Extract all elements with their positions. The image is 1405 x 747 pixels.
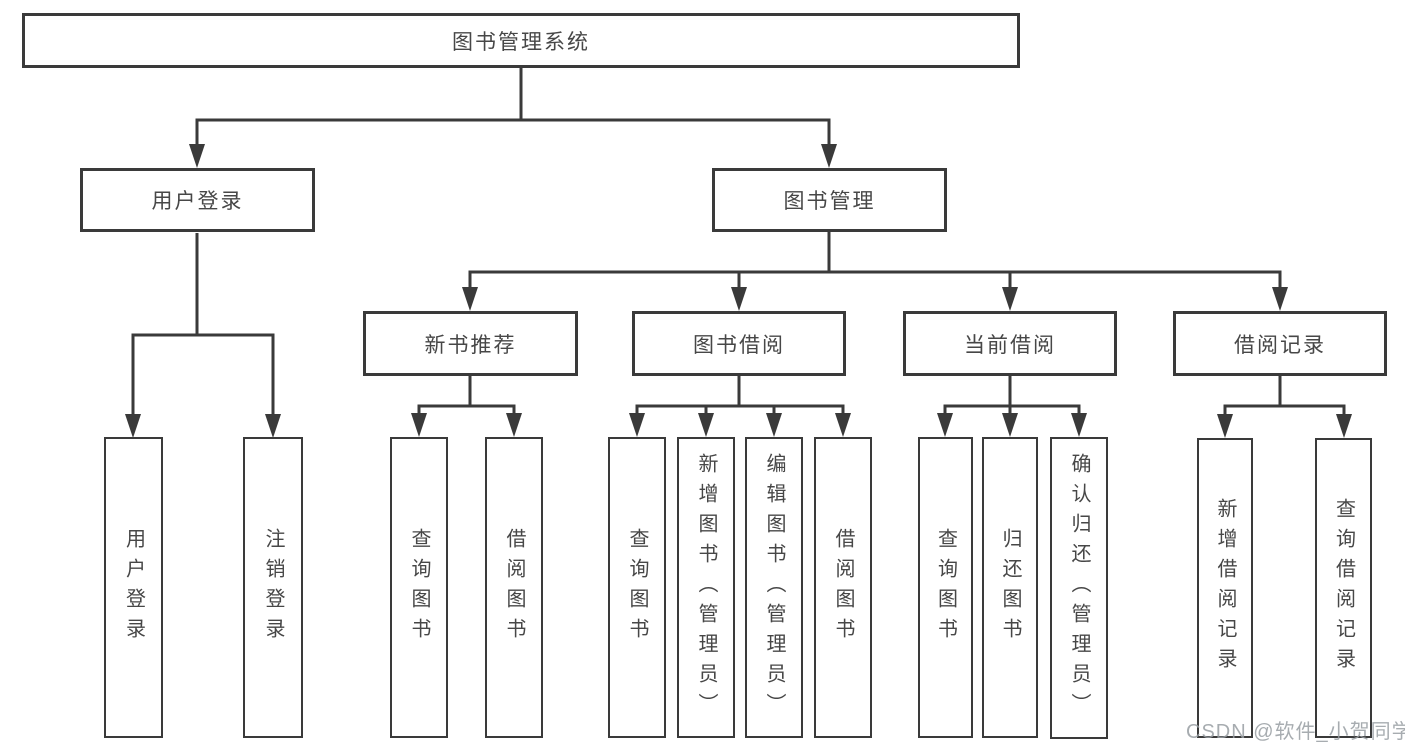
- node-book-management: 图书管理: [712, 168, 947, 232]
- leaf-query-books-1-label: 查询图书: [408, 527, 430, 648]
- arrow-head: [731, 287, 747, 311]
- node-new-book-recommend: 新书推荐: [363, 311, 578, 376]
- node-book-borrow: 图书借阅: [632, 311, 846, 376]
- arrow-head: [1002, 287, 1018, 311]
- arrow-head: [462, 287, 478, 311]
- node-user-login-label: 用户登录: [151, 190, 244, 213]
- arrow-head: [1336, 414, 1352, 438]
- leaf-user-login: 用户登录: [104, 437, 163, 738]
- arrow-head: [1272, 287, 1288, 311]
- leaf-user-login-label: 用户登录: [122, 527, 145, 648]
- leaf-query-books-1: 查询图书: [390, 437, 448, 738]
- leaf-query-books-3-label: 查询图书: [934, 527, 957, 648]
- arrow-head: [1217, 414, 1233, 438]
- node-book-borrow-label: 图书借阅: [693, 333, 785, 357]
- node-root-label: 图书管理系统: [452, 30, 590, 54]
- watermark: CSDN @软件_小贺同学: [1186, 721, 1405, 743]
- leaf-add-book-admin-label: 新增图书（管理员）: [695, 452, 717, 723]
- connector-path: [131, 68, 1346, 416]
- node-user-login: 用户登录: [80, 168, 315, 232]
- leaf-add-borrow-record-label: 新增借阅记录: [1214, 498, 1236, 678]
- arrow-head: [265, 414, 281, 438]
- leaf-confirm-return-admin-label: 确认归还（管理员）: [1068, 453, 1090, 723]
- arrow-head: [411, 413, 427, 437]
- arrow-head: [629, 413, 645, 437]
- leaf-confirm-return-admin: 确认归还（管理员）: [1050, 437, 1108, 739]
- leaf-query-borrow-record: 查询借阅记录: [1315, 438, 1372, 738]
- arrow-head: [821, 144, 837, 168]
- leaf-add-borrow-record: 新增借阅记录: [1197, 438, 1253, 738]
- leaf-borrow-books-2: 借阅图书: [814, 437, 872, 738]
- node-new-book-recommend-label: 新书推荐: [424, 333, 517, 357]
- leaf-edit-book-admin-label: 编辑图书（管理员）: [763, 452, 785, 723]
- arrow-head: [835, 413, 851, 437]
- leaf-borrow-books-1-label: 借阅图书: [503, 527, 525, 648]
- leaf-add-book-admin: 新增图书（管理员）: [677, 437, 735, 738]
- arrow-heads: [125, 144, 1352, 438]
- arrow-head: [506, 413, 522, 437]
- arrow-head: [1002, 413, 1018, 437]
- leaf-borrow-books-1: 借阅图书: [485, 437, 543, 738]
- node-root: 图书管理系统: [22, 13, 1020, 68]
- leaf-return-book: 归还图书: [982, 437, 1038, 738]
- node-current-borrow: 当前借阅: [903, 311, 1117, 376]
- leaf-return-book-label: 归还图书: [999, 527, 1021, 648]
- leaf-logout: 注销登录: [243, 437, 303, 738]
- leaf-logout-label: 注销登录: [262, 527, 284, 648]
- leaf-borrow-books-2-label: 借阅图书: [832, 527, 854, 648]
- node-current-borrow-label: 当前借阅: [964, 333, 1056, 357]
- arrow-head: [766, 413, 782, 437]
- arrow-head: [125, 414, 141, 438]
- node-borrow-records-label: 借阅记录: [1234, 333, 1326, 357]
- leaf-query-books-3: 查询图书: [918, 437, 973, 738]
- leaf-query-borrow-record-label: 查询借阅记录: [1332, 498, 1355, 678]
- node-borrow-records: 借阅记录: [1173, 311, 1387, 376]
- leaf-edit-book-admin: 编辑图书（管理员）: [745, 437, 803, 738]
- node-book-management-label: 图书管理: [783, 190, 876, 213]
- arrow-head: [189, 144, 205, 168]
- leaf-query-books-2: 查询图书: [608, 437, 666, 738]
- arrow-head: [937, 413, 953, 437]
- arrow-head: [1071, 413, 1087, 437]
- arrow-head: [698, 413, 714, 437]
- leaf-query-books-2-label: 查询图书: [626, 527, 648, 648]
